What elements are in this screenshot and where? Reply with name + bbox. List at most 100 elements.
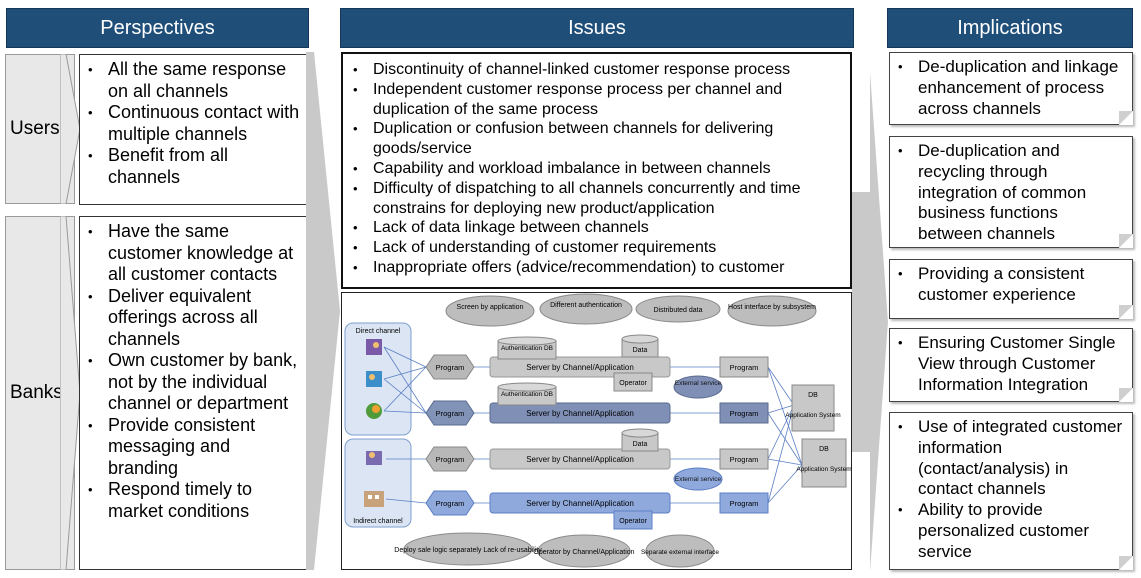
issue-item: Discontinuity of channel-linked customer…	[347, 60, 844, 80]
issues-list: Discontinuity of channel-linked customer…	[347, 60, 844, 278]
auth-db-label-1: Authentication DB	[501, 345, 553, 352]
perspectives-to-issues-arrow	[306, 52, 340, 570]
implication-list-4: Ensuring Customer Single View through Cu…	[892, 333, 1126, 395]
external-service-label-1: External service	[675, 380, 722, 387]
db-label-2: DB	[819, 446, 829, 453]
implication-item: De-duplication and recycling through int…	[892, 141, 1126, 245]
auth-db-1	[497, 336, 557, 360]
implication-list-3: Providing a consistent customer experien…	[892, 264, 1126, 306]
callout-deploy: Deploy sale logic separately Lack of re-…	[394, 547, 542, 554]
operator-box-2	[613, 510, 653, 530]
program-right-label-1: Program	[730, 363, 759, 372]
server-box-2	[489, 402, 671, 424]
implication-box-2: De-duplication and recycling through int…	[889, 136, 1133, 248]
connection-lines	[383, 346, 803, 504]
implication-item: Ensuring Customer Single View through Cu…	[892, 333, 1126, 395]
external-service-label-2: External service	[675, 476, 722, 483]
users-label: Users	[10, 118, 60, 139]
direct-channel-label: Direct channel	[356, 328, 401, 335]
implication-item: De-duplication and linkage enhancement o…	[892, 57, 1126, 119]
internet-icon	[366, 403, 382, 419]
operator-box-1	[613, 372, 653, 392]
callout-bubbles	[403, 293, 817, 568]
banks-list: Have the same customer knowledge at all …	[82, 221, 302, 522]
server-box-4	[489, 492, 671, 514]
program-label-4: Program	[436, 499, 465, 508]
issue-item: Difficulty of dispatching to all channel…	[347, 179, 844, 219]
banks-label: Banks	[10, 382, 63, 403]
program-right-4	[719, 492, 769, 514]
implication-box-1: De-duplication and linkage enhancement o…	[889, 52, 1133, 125]
data-db-2	[621, 428, 659, 452]
banks-arrow	[60, 216, 81, 570]
implication-item: Providing a consistent customer experien…	[892, 264, 1126, 306]
external-service-2	[673, 467, 723, 491]
users-list-item: All the same response on all channels	[82, 59, 302, 102]
program-right-label-3: Program	[730, 455, 759, 464]
data-db-1	[621, 334, 659, 358]
issues-box: Discontinuity of channel-linked customer…	[341, 52, 852, 289]
app-system-label-2: Application System	[796, 466, 851, 473]
server-label-4: Server by Channel/Application	[526, 499, 634, 508]
issues-to-implications-arrow	[852, 72, 888, 570]
data-label-1: Data	[633, 347, 648, 354]
implication-list-1: De-duplication and linkage enhancement o…	[892, 57, 1126, 119]
program-right-label-4: Program	[730, 499, 759, 508]
issue-item: Inappropriate offers (advice/recommendat…	[347, 258, 844, 278]
server-box-1	[489, 356, 671, 378]
atm-icon	[366, 339, 382, 355]
agent-icon	[364, 491, 384, 507]
users-list: All the same response on all channelsCon…	[82, 59, 302, 188]
issue-item: Independent customer response process pe…	[347, 80, 844, 120]
implication-list-5: Use of integrated customer information (…	[892, 417, 1126, 563]
indirect-channel-label: Indirect channel	[353, 518, 403, 525]
users-box: All the same response on all channelsCon…	[79, 54, 307, 205]
callout-separate: Separate external interface	[641, 549, 719, 556]
branch-icon	[366, 451, 382, 465]
indirect-channel-group	[344, 438, 412, 528]
app-system-label-1: Application System	[785, 412, 840, 419]
callout-distributed: Distributed data	[653, 307, 702, 314]
users-list-item: Continuous contact with multiple channel…	[82, 102, 302, 145]
data-label-2: Data	[633, 441, 648, 448]
implication-item: Use of integrated customer information (…	[892, 417, 1126, 500]
server-label-3: Server by Channel/Application	[526, 455, 634, 464]
issues-header: Issues	[340, 8, 854, 48]
auth-db-2	[497, 382, 557, 406]
external-service-1	[673, 375, 723, 399]
banks-list-item: Respond timely to market conditions	[82, 479, 302, 522]
implication-box-5: Use of integrated customer information (…	[889, 412, 1133, 570]
auth-db-label-2: Authentication DB	[501, 391, 553, 398]
callout-operator: Operator by Channel/Application	[533, 549, 634, 556]
issue-item: Lack of understanding of customer requir…	[347, 238, 844, 258]
banks-box: Have the same customer knowledge at all …	[79, 216, 307, 570]
users-arrow	[60, 54, 81, 204]
banks-list-item: Have the same customer knowledge at all …	[82, 221, 302, 286]
issue-item: Capability and workload imbalance in bet…	[347, 159, 844, 179]
server-box-3	[489, 448, 671, 470]
implication-item: Ability to provide personalized customer…	[892, 500, 1126, 562]
issue-item: Duplication or confusion between channel…	[347, 119, 844, 159]
operator-label-1: Operator	[619, 380, 647, 387]
banks-list-item: Deliver equivalent offerings across all …	[82, 286, 302, 351]
app-system-2	[801, 438, 847, 488]
program-right-1	[719, 356, 769, 378]
callout-host: Host interface by subsystem	[728, 304, 816, 311]
issue-item: Lack of data linkage between channels	[347, 218, 844, 238]
architecture-diagram: Direct channel Indirect channel	[341, 292, 852, 570]
program-label-1: Program	[436, 363, 465, 372]
program-label-2: Program	[436, 409, 465, 418]
implication-list-2: De-duplication and recycling through int…	[892, 141, 1126, 245]
server-label-2: Server by Channel/Application	[526, 409, 634, 418]
banks-list-item: Provide consistent messaging and brandin…	[82, 415, 302, 480]
server-label-1: Server by Channel/Application	[526, 363, 634, 372]
implication-box-3: Providing a consistent customer experien…	[889, 259, 1133, 319]
implications-header: Implications	[887, 8, 1133, 48]
program-right-label-2: Program	[730, 409, 759, 418]
perspectives-header: Perspectives	[6, 8, 309, 48]
db-label-1: DB	[808, 392, 818, 399]
app-system-1	[791, 384, 835, 432]
program-right-2	[719, 402, 769, 424]
program-right-3	[719, 448, 769, 470]
banks-list-item: Own customer by bank, not by the individ…	[82, 350, 302, 415]
